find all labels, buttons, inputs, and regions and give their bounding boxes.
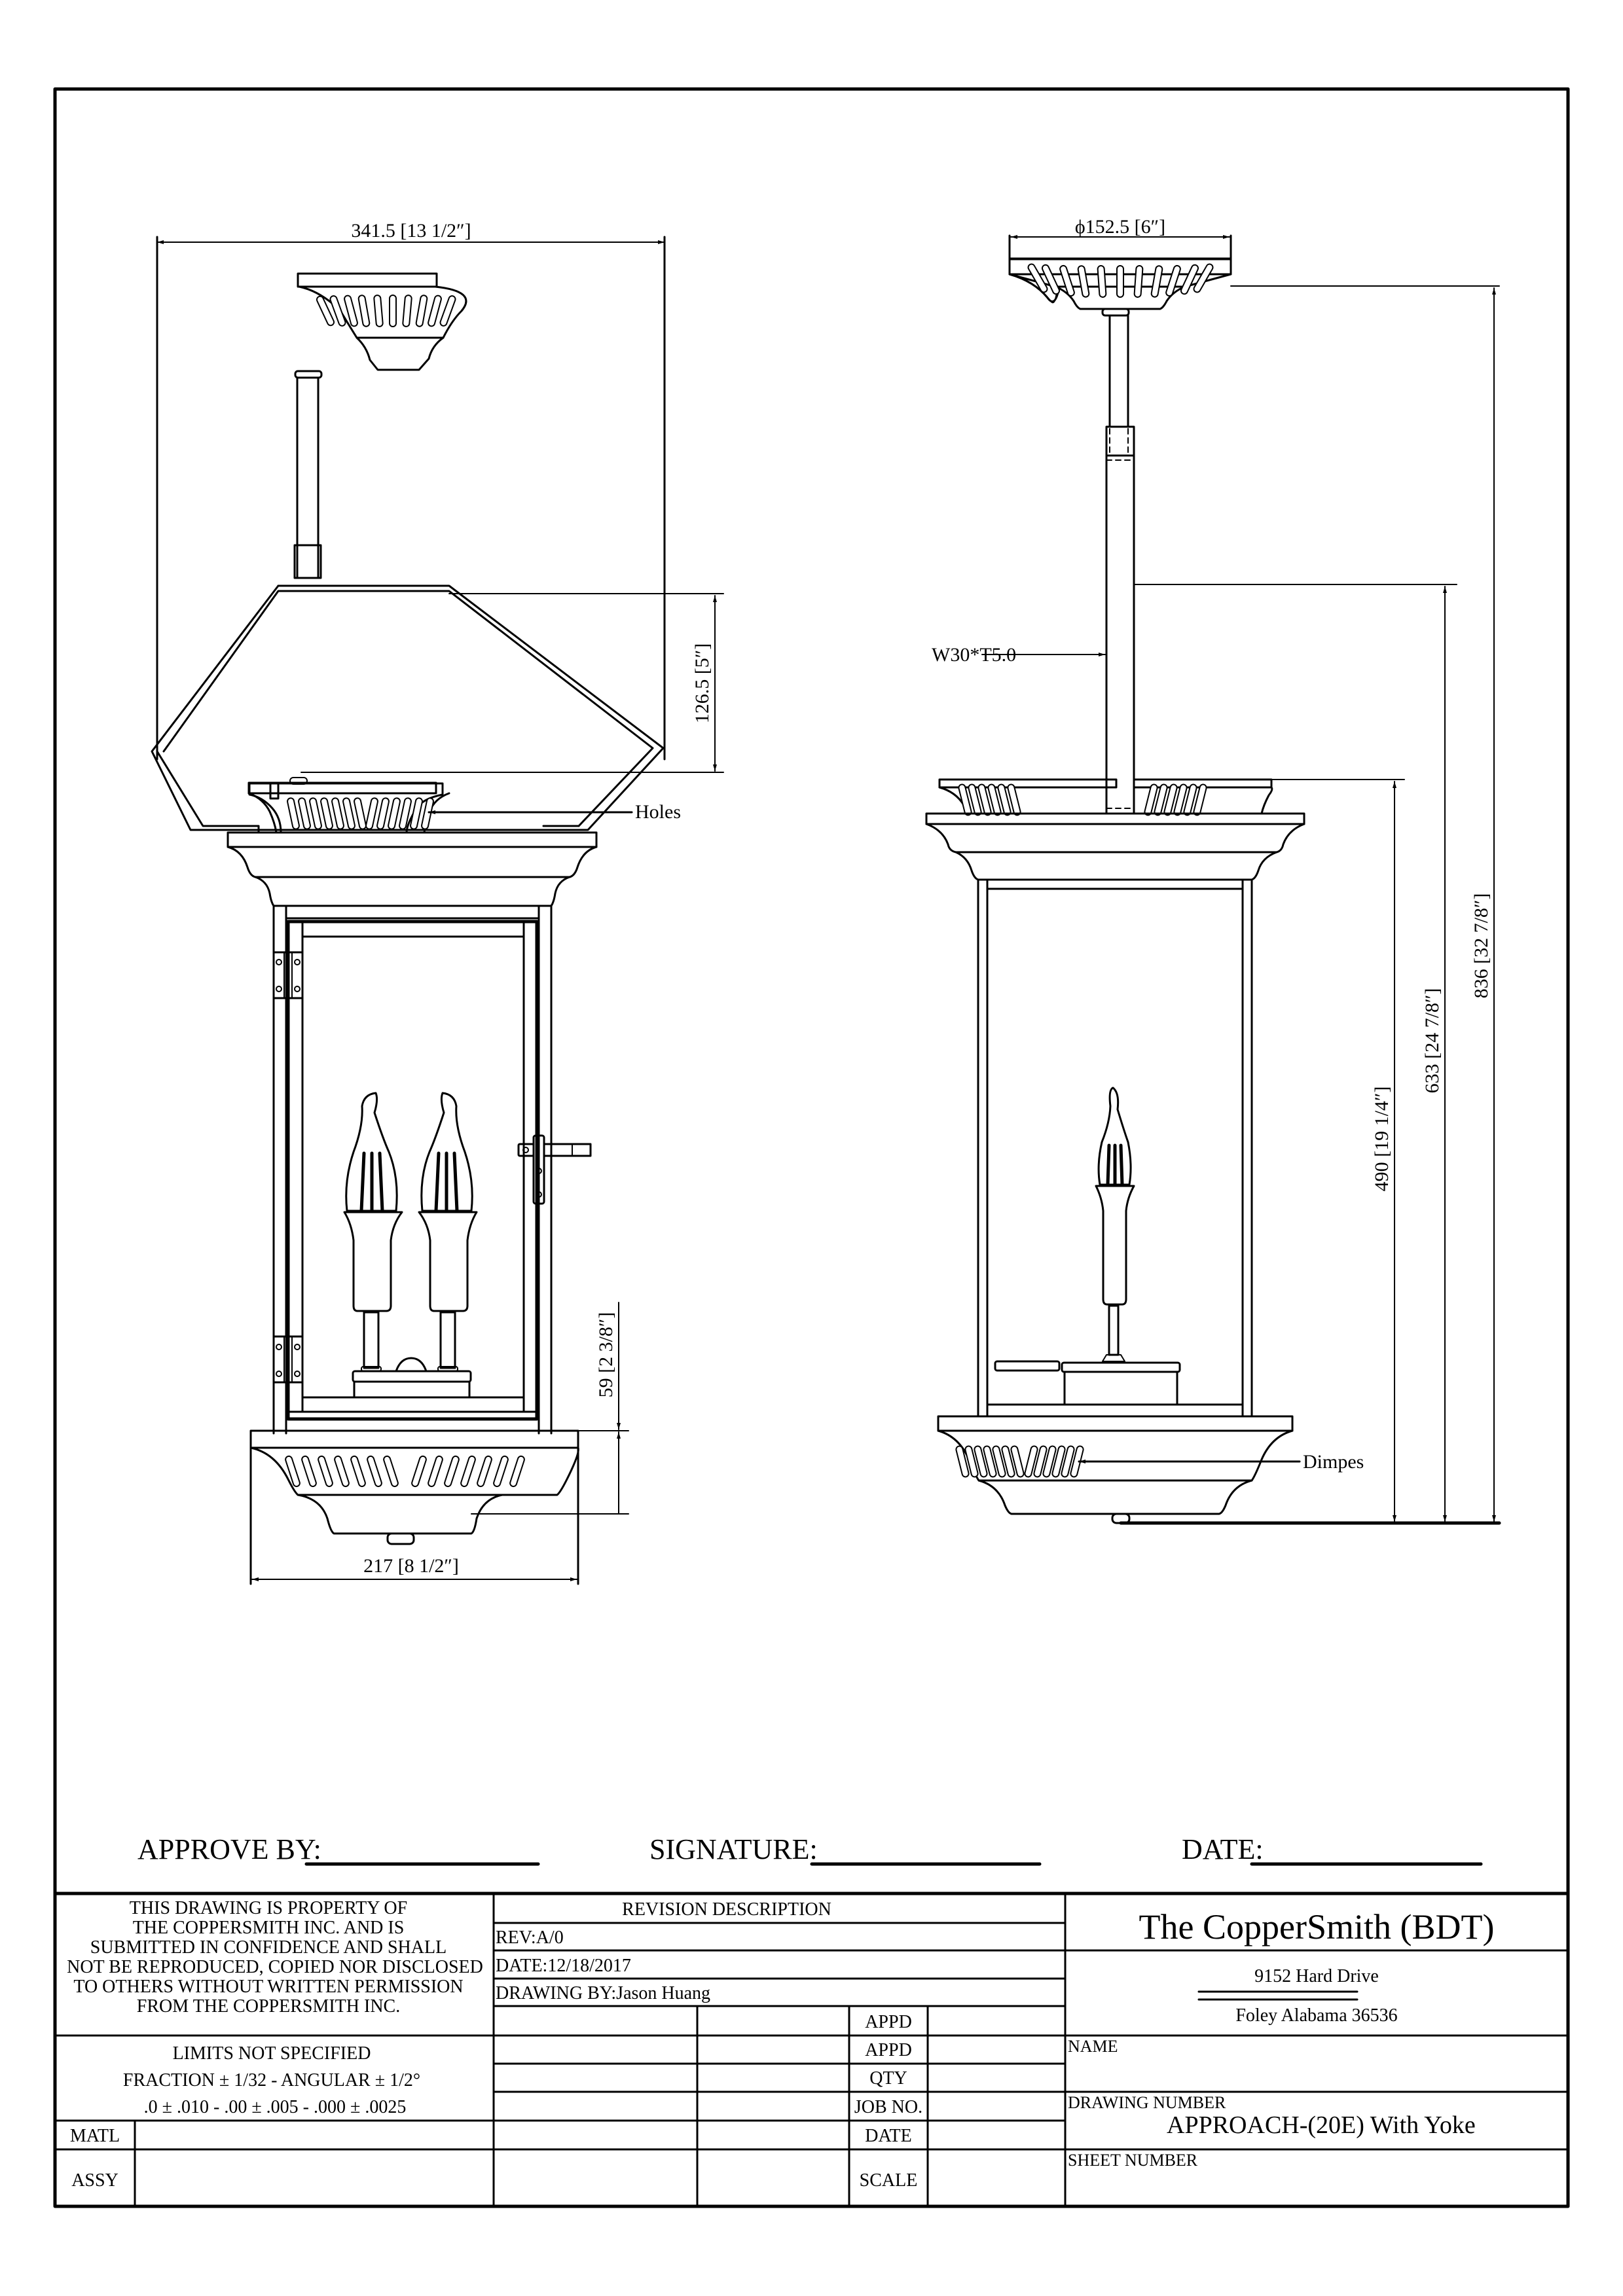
approve-by-label: APPROVE BY: <box>137 1833 321 1865</box>
label-stem: W30*T5.0 <box>932 644 1016 666</box>
label-dimples: Dimpes <box>1303 1451 1364 1473</box>
label-holes: Holes <box>635 801 681 823</box>
hinge-bottom-icon <box>272 1335 304 1384</box>
rev-value: REV:A/0 <box>496 1928 564 1948</box>
dim-bottom-height: 59 [2 3/8″] <box>595 1312 617 1398</box>
door-latch-icon <box>517 1134 592 1205</box>
drawing-by-value: DRAWING BY:Jason Huang <box>496 1983 710 2003</box>
roof-plate <box>227 831 598 848</box>
bottom-fitter-side <box>937 1415 1294 1524</box>
dim-width-bottom: 217 [8 1/2″] <box>363 1555 459 1577</box>
ceiling-canopy <box>294 272 467 379</box>
candle-bulb-left-icon <box>343 1092 403 1372</box>
title-block: THIS DRAWING IS PROPERTY OF THE COPPERSM… <box>53 1892 1570 2208</box>
candle-base-cap-side <box>1061 1361 1181 1373</box>
matl-label: MATL <box>70 2126 120 2146</box>
address-line-1: 9152 Hard Drive <box>1254 1966 1379 1986</box>
hinge-top-icon <box>272 951 304 999</box>
candle-base-side <box>994 1360 1061 1372</box>
field-label-scale: SCALE <box>860 2170 918 2191</box>
property-notice-line-1: THIS DRAWING IS PROPERTY OF <box>130 1898 407 1918</box>
property-notice-line-4: NOT BE REPRODUCED, COPIED NOR DISCLOSED <box>67 1957 483 1977</box>
field-label-appd-2: APPD <box>865 2040 912 2060</box>
property-notice-line-5: TO OTHERS WITHOUT WRITTEN PERMISSION <box>73 1977 463 1997</box>
field-label-job-no: JOB NO. <box>854 2097 922 2117</box>
front-view: 341.5 [13 1/2″] <box>151 220 724 1585</box>
dim-633: 633 [24 7/8″] <box>1421 988 1443 1094</box>
side-view: ϕ152.5 [6″] <box>925 216 1501 1525</box>
limits-line-2: FRACTION ± 1/32 - ANGULAR ± 1/2° <box>123 2070 420 2090</box>
signoff-row: APPROVE BY: SIGNATURE: DATE: <box>137 1833 1483 1866</box>
roof-plate-side <box>925 812 1305 825</box>
candle-bulb-right-icon <box>418 1092 478 1372</box>
field-label-date: DATE <box>865 2126 912 2146</box>
dim-shade-height: 126.5 [5″] <box>691 643 713 723</box>
lantern-body-frame-side <box>977 878 1253 1418</box>
property-notice-line-2: THE COPPERSMITH INC. AND IS <box>133 1918 405 1938</box>
candle-bulb-side-icon <box>1095 1086 1135 1362</box>
dim-836: 836 [32 7/8″] <box>1470 893 1492 999</box>
dim-490: 490 [19 1/4″] <box>1371 1086 1393 1192</box>
limits-line-3: .0 ± .010 - .00 ± .005 - .000 ± .0025 <box>144 2097 407 2117</box>
signature-label: SIGNATURE: <box>649 1833 818 1865</box>
name-label: NAME <box>1068 2037 1118 2056</box>
date-label: DATE: <box>1182 1833 1264 1865</box>
drawing-number-value: APPROACH-(20E) With Yoke <box>1167 2111 1476 2139</box>
field-label-qty: QTY <box>869 2068 907 2089</box>
rev-date-value: DATE:12/18/2017 <box>496 1956 631 1976</box>
assy-label: ASSY <box>71 2170 119 2191</box>
candle-base-body-side <box>1063 1371 1178 1406</box>
dim-canopy-diameter: ϕ152.5 [6″] <box>1075 216 1165 238</box>
drawing-number-label: DRAWING NUMBER <box>1068 2093 1226 2112</box>
limits-line-1: LIMITS NOT SPECIFIED <box>173 2043 371 2064</box>
revision-header: REVISION DESCRIPTION <box>622 1899 831 1920</box>
dim-width-top: 341.5 [13 1/2″] <box>351 220 471 242</box>
sheet-number-label: SHEET NUMBER <box>1068 2151 1198 2170</box>
address-line-2: Foley Alabama 36536 <box>1235 2005 1397 2026</box>
property-notice-line-3: SUBMITTED IN CONFIDENCE AND SHALL <box>90 1937 447 1958</box>
ceiling-canopy-side <box>1008 257 1232 317</box>
company-name: The CopperSmith (BDT) <box>1139 1907 1495 1946</box>
lantern-shade <box>151 584 665 834</box>
sheet-border <box>53 87 1570 2208</box>
field-label-appd-1: APPD <box>865 2012 912 2032</box>
bottom-fitter <box>249 1429 579 1545</box>
property-notice-line-6: FROM THE COPPERSMITH INC. <box>137 1996 400 2017</box>
